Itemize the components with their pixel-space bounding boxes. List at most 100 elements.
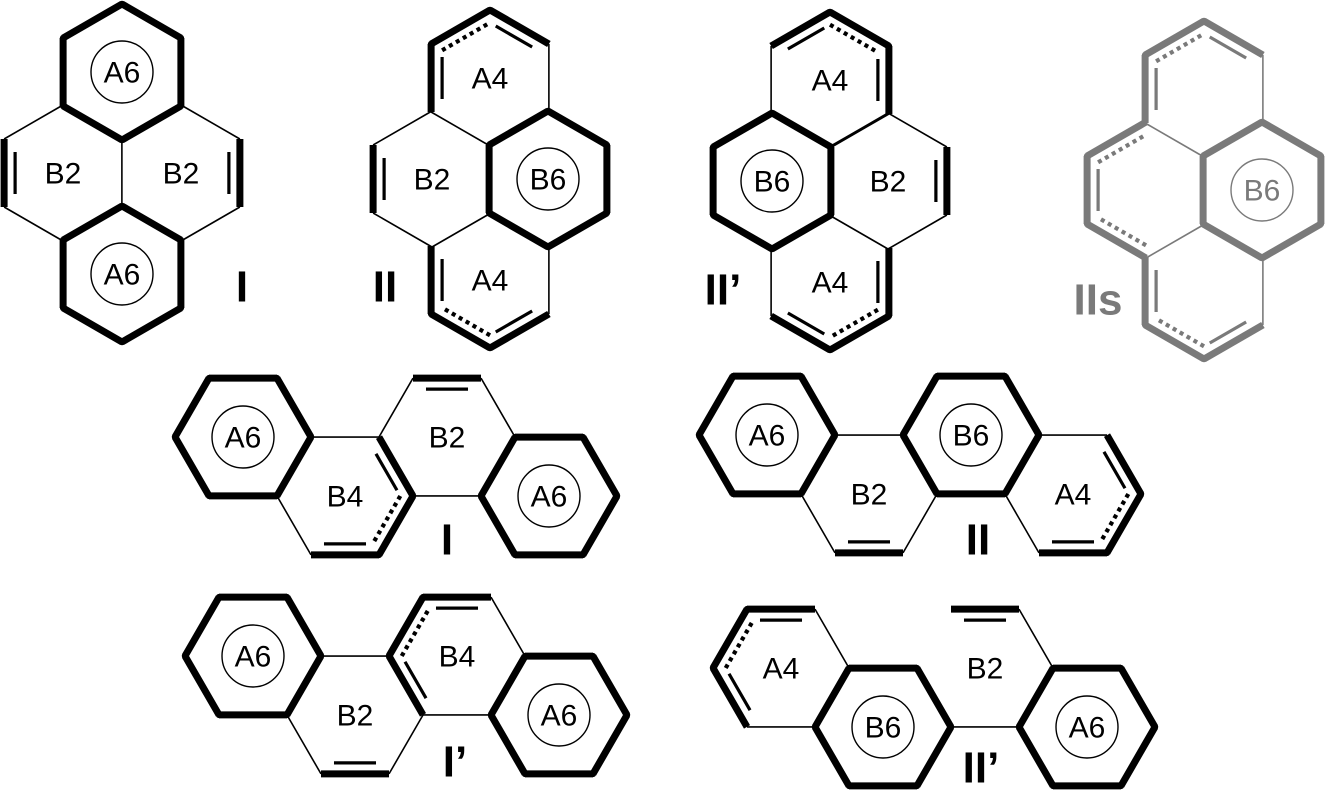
bond-joint [695,431,703,439]
bond-joint [215,593,223,601]
double-bond-line [494,309,533,334]
bond-joint [743,605,751,613]
bond-joint [933,490,941,498]
thick-bond [1260,118,1323,160]
thick-bond [1103,433,1145,496]
partial-double-bond-dotted [1155,316,1206,349]
thin-bond [902,493,938,554]
thick-bond [828,8,891,50]
partial-double-bond-dotted [723,619,756,670]
thick-bond [811,666,853,729]
thick-bond [120,102,183,144]
bond-joint [307,433,315,441]
thin-bond [286,714,322,775]
bond-joint [544,107,552,115]
thin-bond [276,495,312,556]
thick-bond [171,435,213,498]
bond-joint [486,344,494,352]
thin-bond [828,112,889,148]
bond-joint [913,664,921,672]
bond-joint [623,711,631,719]
bond-joint [419,593,427,601]
thick-bond [899,433,941,496]
bond-joint [1117,664,1125,672]
bond-joint [427,40,435,48]
thin-bond [828,214,889,250]
aromatic-sextet-circle [517,464,581,528]
ring-label: A6 [104,259,141,292]
thin-bond [372,212,433,248]
thin-bond [800,493,836,554]
bond-joint [317,652,325,660]
thick-bond [181,654,223,717]
thick-bonds [709,8,951,354]
partial-double-bond-dotted [441,20,492,53]
ring-label: B4 [327,481,364,514]
bond-joint [59,102,67,110]
bond-joint [579,551,587,559]
bond-joint [171,433,179,441]
ring-label: A4 [1055,479,1092,512]
thick-bond [770,109,833,151]
ring-label: B6 [530,164,567,197]
bond-joint [1015,723,1023,731]
thick-bond [375,494,417,557]
thick-bond [709,607,751,670]
bond-joint [385,652,393,660]
thick-bond [61,102,124,144]
thick-bond [711,211,774,253]
bond-joint [1141,321,1149,329]
inner-double-bonds [382,20,533,338]
bond-joint [375,551,383,559]
bond-joint [427,310,435,318]
aromatic-sextet-circle [1230,158,1294,222]
bond-joint [709,211,717,219]
bond-joint [177,102,185,110]
ring-label: A6 [531,481,568,514]
bond-joint [947,723,955,731]
thick-bond [429,6,492,48]
aromatic-sextet-circle [221,624,285,688]
thick-bond [61,304,124,346]
thin-bond [814,608,850,669]
bond-joint [831,431,839,439]
partial-double-bond-dotted [1097,215,1148,248]
bond-joint [885,42,893,50]
thin-bond [388,714,424,775]
aromatic-sextet-circle [735,403,799,467]
ring-label: B6 [953,420,990,453]
thick-bond [1117,725,1159,788]
thin-bond [1145,223,1206,259]
thick-bond [487,713,529,776]
thick-bond [811,725,853,788]
thick-bond [488,310,551,352]
thick-bond [488,6,551,48]
thick-bond [695,374,737,437]
bond-joint [797,372,805,380]
thick-bond [487,107,550,149]
partial-double-bond-dotted [399,607,432,658]
ring-label: B2 [414,164,451,197]
thick-bond [1202,17,1265,59]
thin-bond [3,104,64,140]
ring-label: A6 [749,420,786,453]
bond-joint [273,492,281,500]
bond-joint [1001,372,1009,380]
bond-joint [613,492,621,500]
thick-bonds [1083,17,1325,363]
aromatic-sextet-circle [939,403,1003,467]
double-bond-line [494,24,533,49]
ring-label: B2 [429,422,466,455]
bond-joint [118,0,126,8]
thick-bond [487,209,550,251]
bond-joint [59,304,67,312]
thin-bond [1144,122,1205,158]
aromatic-sextet-circle [1055,695,1119,759]
bond-joint [215,711,223,719]
thin-bond [3,206,64,242]
thick-bond [1103,492,1145,555]
